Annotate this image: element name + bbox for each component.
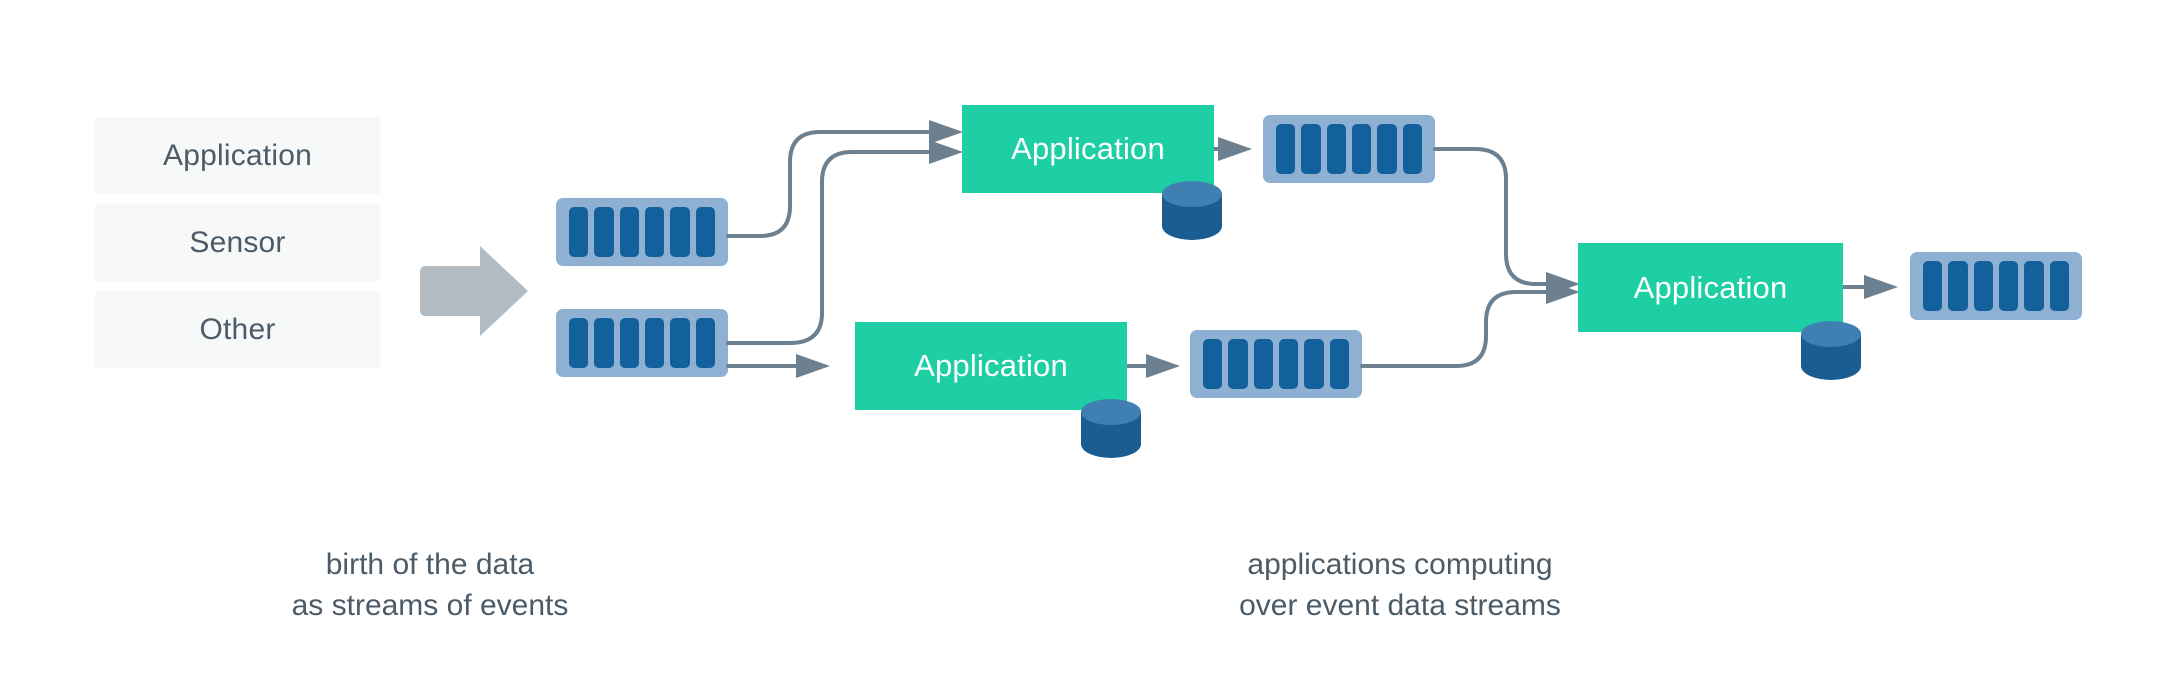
stream-bar bbox=[594, 318, 614, 368]
stream-bar bbox=[1304, 339, 1324, 389]
source-label: Sensor bbox=[189, 225, 286, 259]
database-cylinder-icon bbox=[1159, 180, 1225, 242]
stream-bar bbox=[1377, 124, 1397, 174]
stream-bar bbox=[2024, 261, 2044, 311]
wire-topstream-to-app1 bbox=[726, 130, 937, 238]
stream-bar bbox=[1326, 124, 1346, 174]
stream-bar bbox=[1351, 124, 1372, 174]
arrowhead-icon bbox=[1146, 354, 1180, 378]
stream-bar bbox=[1203, 339, 1223, 389]
stream-bar bbox=[1973, 261, 1993, 311]
stream-bar bbox=[2049, 261, 2069, 311]
arrowhead-icon bbox=[929, 120, 963, 144]
stream-app1-output[interactable] bbox=[1263, 115, 1435, 183]
source-label: Application bbox=[163, 138, 312, 172]
stream-bar bbox=[1329, 339, 1349, 389]
application-label: Application bbox=[1011, 131, 1165, 166]
database-cylinder-icon bbox=[1798, 320, 1864, 382]
stream-bar bbox=[619, 318, 639, 368]
stream-bar bbox=[1276, 124, 1296, 174]
caption-left-line2: as streams of events bbox=[291, 588, 569, 622]
source-box-other[interactable]: Other bbox=[95, 291, 380, 368]
stream-bar bbox=[1253, 339, 1273, 389]
stream-bar bbox=[1948, 261, 1968, 311]
source-box-sensor[interactable]: Sensor bbox=[95, 204, 380, 281]
stream-bar bbox=[1402, 124, 1422, 174]
stream-bar bbox=[569, 207, 589, 257]
application-bottom[interactable]: Application bbox=[855, 322, 1127, 410]
arrowhead-icon bbox=[1546, 280, 1580, 304]
arrowhead-icon bbox=[1218, 137, 1252, 161]
stream-bar bbox=[619, 207, 639, 257]
application-right[interactable]: Application bbox=[1578, 243, 1843, 332]
arrowhead-icon bbox=[1546, 272, 1580, 296]
wire-stream1-to-app3 bbox=[1433, 147, 1554, 286]
caption-right-line2: over event data streams bbox=[1239, 588, 1561, 622]
wire-stream2-to-app3 bbox=[1360, 290, 1554, 368]
caption-left-line1: birth of the data bbox=[325, 548, 535, 581]
stream-bar bbox=[1301, 124, 1321, 174]
application-top[interactable]: Application bbox=[962, 105, 1214, 193]
caption-right: applications computing over event data s… bbox=[1120, 545, 1680, 626]
caption-left: birth of the data as streams of events bbox=[180, 545, 680, 626]
stream-bar bbox=[569, 318, 589, 368]
stream-final-output[interactable] bbox=[1910, 252, 2082, 320]
application-label: Application bbox=[914, 348, 1068, 383]
source-box-application[interactable]: Application bbox=[95, 117, 380, 194]
stream-bar bbox=[644, 318, 665, 368]
caption-right-line1: applications computing bbox=[1247, 548, 1553, 581]
database-cylinder-icon bbox=[1078, 398, 1144, 460]
stream-bar bbox=[670, 207, 690, 257]
arrowhead-icon bbox=[929, 140, 963, 164]
source-label: Other bbox=[199, 312, 276, 346]
stream-ingest-top[interactable] bbox=[556, 198, 728, 266]
stream-ingest-bottom[interactable] bbox=[556, 309, 728, 377]
stream-bar bbox=[1228, 339, 1248, 389]
arrowhead-icon bbox=[1864, 275, 1898, 299]
stream-bar bbox=[695, 207, 715, 257]
stream-bar bbox=[594, 207, 614, 257]
wire-bottomstream-to-app1 bbox=[726, 150, 937, 345]
stream-bar bbox=[644, 207, 665, 257]
stream-bar bbox=[670, 318, 690, 368]
stream-bar bbox=[1998, 261, 2019, 311]
stream-app2-output[interactable] bbox=[1190, 330, 1362, 398]
arrowhead-icon bbox=[796, 354, 830, 378]
stream-bar bbox=[695, 318, 715, 368]
stream-bar bbox=[1923, 261, 1943, 311]
stream-bar bbox=[1278, 339, 1299, 389]
application-label: Application bbox=[1633, 269, 1788, 305]
right-chevron-arrow-icon bbox=[418, 244, 530, 338]
